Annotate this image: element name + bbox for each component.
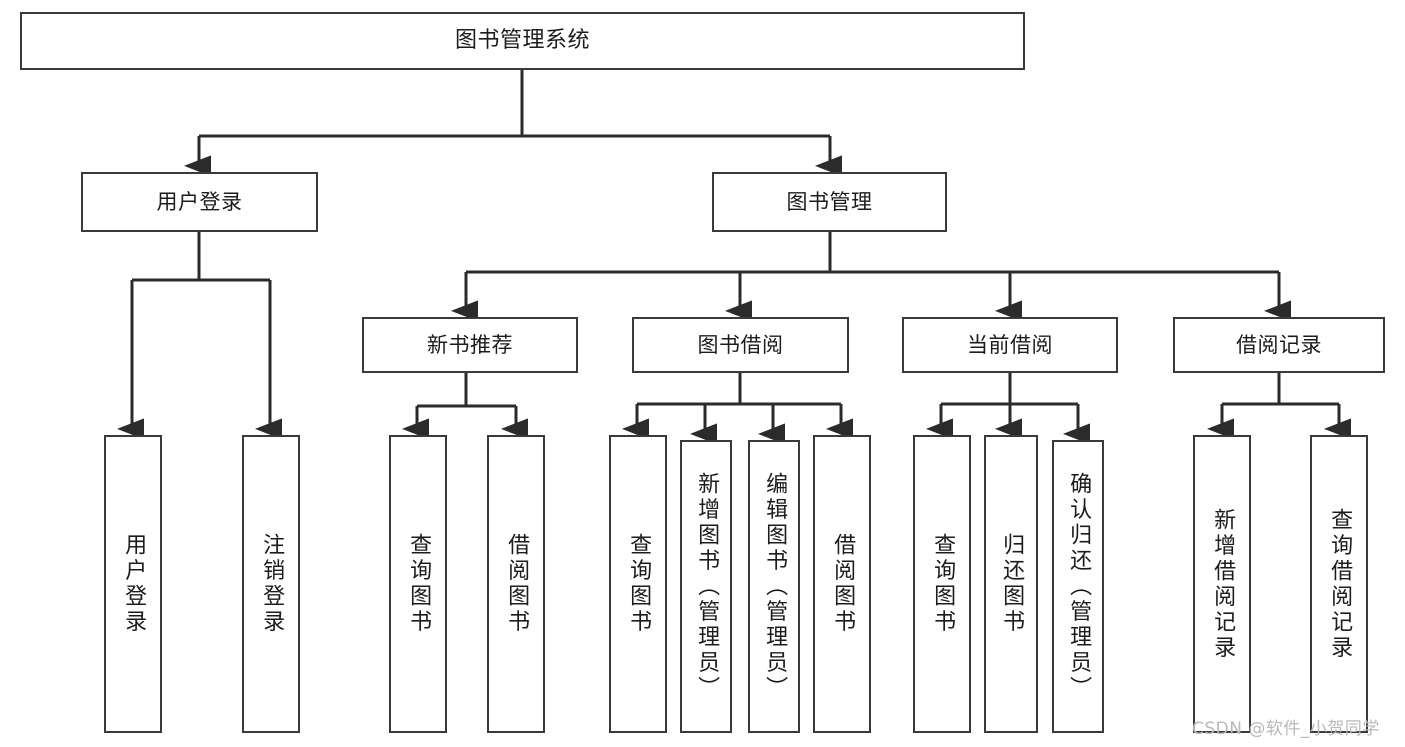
node-label: 查询图书 (930, 533, 956, 635)
node-label: 当前借阅 (967, 332, 1053, 357)
node-new-book-recommend[interactable]: 新书推荐 (362, 317, 578, 373)
node-label: 图书管理系统 (454, 28, 590, 54)
leaf-add-borrow-record[interactable]: 新增借阅记录 (1193, 435, 1251, 733)
leaf-query-book-recommend[interactable]: 查询图书 (389, 435, 447, 733)
node-root-system[interactable]: 图书管理系统 (20, 12, 1025, 70)
node-label: 借阅图书 (504, 533, 530, 635)
node-label: 查询图书 (626, 533, 652, 635)
node-book-management[interactable]: 图书管理 (712, 172, 947, 232)
leaf-edit-book-admin[interactable]: 编辑图书（管理员） (748, 440, 800, 733)
node-user-login[interactable]: 用户登录 (81, 172, 318, 232)
node-label: 归还图书 (999, 533, 1025, 635)
leaf-query-book-borrow[interactable]: 查询图书 (609, 435, 667, 733)
node-label: 注销登录 (259, 533, 285, 635)
leaf-user-login[interactable]: 用户登录 (104, 435, 162, 733)
node-label: 新书推荐 (427, 332, 513, 357)
node-label: 图书管理 (786, 189, 873, 214)
leaf-query-borrow-record[interactable]: 查询借阅记录 (1310, 435, 1368, 733)
node-label: 借阅图书 (830, 533, 856, 635)
node-book-borrow[interactable]: 图书借阅 (632, 317, 849, 373)
node-label: 查询图书 (406, 533, 432, 635)
leaf-logout-login[interactable]: 注销登录 (242, 435, 300, 733)
node-label: 确认归还（管理员） (1066, 471, 1092, 702)
leaf-add-book-admin[interactable]: 新增图书（管理员） (680, 440, 732, 733)
node-label: 查询借阅记录 (1327, 507, 1353, 661)
leaf-borrow-book-recommend[interactable]: 借阅图书 (487, 435, 545, 733)
node-label: 图书借阅 (697, 332, 784, 357)
leaf-return-book[interactable]: 归还图书 (984, 435, 1038, 733)
node-current-borrow[interactable]: 当前借阅 (902, 317, 1118, 373)
node-label: 用户登录 (156, 189, 243, 214)
node-borrow-records[interactable]: 借阅记录 (1173, 317, 1385, 373)
csdn-watermark: CSDN @软件_小贺同学 (1192, 719, 1380, 739)
node-label: 借阅记录 (1236, 332, 1322, 357)
leaf-query-book-current[interactable]: 查询图书 (913, 435, 971, 733)
leaf-confirm-return-admin[interactable]: 确认归还（管理员） (1052, 440, 1104, 733)
leaf-borrow-book[interactable]: 借阅图书 (813, 435, 871, 733)
node-label: 编辑图书（管理员） (762, 471, 788, 702)
node-label: 新增图书（管理员） (694, 471, 720, 702)
node-label: 用户登录 (121, 533, 147, 635)
node-label: 新增借阅记录 (1210, 507, 1236, 661)
